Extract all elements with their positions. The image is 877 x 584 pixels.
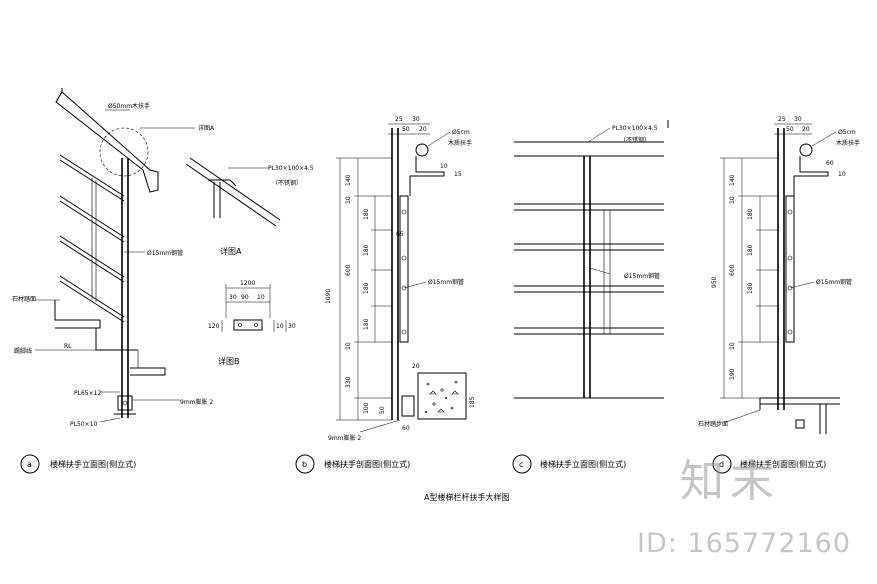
b-title: 楼梯扶手剖面图(侧立式) xyxy=(324,459,410,469)
detail-b-dim-b: 90 xyxy=(241,294,249,301)
watermark-id: ID: 165772160 xyxy=(637,528,852,559)
b-r15: 15 xyxy=(454,171,462,178)
a-pl65-label: PL65×12 xyxy=(74,390,101,397)
detail-b-h1: 10 xyxy=(276,323,284,330)
d-r10: 10 xyxy=(838,171,846,178)
b-top4: 20 xyxy=(419,126,427,133)
d-d180a: 180 xyxy=(747,208,754,220)
b-d10b: 10 xyxy=(345,342,352,350)
b-d180b: 180 xyxy=(363,244,370,256)
detail-b-side-dim: 120 xyxy=(208,323,220,330)
d-d180b: 180 xyxy=(747,244,754,256)
d-d600: 600 xyxy=(729,264,736,276)
a-handrail-label: Ø50mm木扶手 xyxy=(108,102,150,110)
a-tread-label: 石材踏面 xyxy=(12,295,36,303)
c-title: 楼梯扶手立面图(侧立式) xyxy=(540,459,626,469)
b-d65: 65 xyxy=(396,231,404,238)
d-handrail2: 木质扶手 xyxy=(836,139,860,147)
detail-b-title: 详图B xyxy=(218,356,240,366)
b-top1: 25 xyxy=(395,116,403,123)
b-concrete-hatch xyxy=(424,380,459,414)
a-bar-label: Ø15mm钢管 xyxy=(147,249,183,257)
b-r10: 10 xyxy=(440,163,448,170)
a-title: 楼梯扶手立面图(侧立式) xyxy=(50,459,136,469)
b-handrail: Ø5cm xyxy=(452,129,470,136)
b-d330: 330 xyxy=(345,376,352,388)
b-d20: 20 xyxy=(412,363,420,370)
b-top2: 30 xyxy=(412,116,420,123)
b-d60: 60 xyxy=(402,425,410,432)
detail-a-note-label: （不锈钢） xyxy=(272,179,302,187)
b-d50: 50 xyxy=(379,406,386,414)
d-d180c: 180 xyxy=(747,282,754,294)
b-d180a: 180 xyxy=(363,208,370,220)
d-bar: Ø15mm钢管 xyxy=(816,278,852,286)
b-d140: 140 xyxy=(345,174,352,186)
detail-a-title: 详图A xyxy=(220,246,242,256)
b-d180d: 180 xyxy=(363,318,370,330)
d-handrail: Ø5cm xyxy=(838,129,856,136)
d-floor: 石材踏步面 xyxy=(698,420,728,428)
d-d10a: 10 xyxy=(729,196,736,204)
c-bar-label: Ø15mm钢管 xyxy=(624,272,660,280)
b-handrail2: 木质扶手 xyxy=(448,139,472,147)
detail-b-total-dim: 1200 xyxy=(240,280,255,287)
d-top3: 50 xyxy=(786,126,794,133)
b-d100: 100 xyxy=(363,402,370,414)
b-bolt: 9mm膨胀 2 xyxy=(328,434,361,442)
d-d950: 950 xyxy=(711,276,718,288)
d-d190: 190 xyxy=(729,368,736,380)
drawing-b: 25 30 50 20 Ø5cm 木质扶手 10 15 xyxy=(295,116,476,474)
a-bolt-label: 9mm膨胀 2 xyxy=(180,398,213,406)
b-d10a: 10 xyxy=(345,196,352,204)
detail-b-dim-c: 10 xyxy=(257,294,265,301)
detail-a: PL30×100×4.5 （不锈钢） 详图A xyxy=(185,157,314,256)
a-pl50-label: PL50×10 xyxy=(70,421,97,428)
d-r60: 60 xyxy=(826,160,834,167)
b-d600: 600 xyxy=(345,264,352,276)
b-d1090: 1090 xyxy=(325,289,332,304)
d-title: 楼梯扶手剖面图(侧立式) xyxy=(740,459,826,469)
a-circle-letter: a xyxy=(27,460,32,469)
c-note-label: （不锈钢） xyxy=(620,136,650,144)
d-top1: 25 xyxy=(778,116,786,123)
detail-b-dim-a: 30 xyxy=(229,294,237,301)
c-circle-letter: c xyxy=(519,460,523,469)
d-d140: 140 xyxy=(729,174,736,186)
d-top4: 20 xyxy=(802,126,810,133)
a-rl-label: RL xyxy=(64,343,72,350)
b-bar: Ø15mm钢管 xyxy=(428,278,464,286)
drawing-d: 25 30 50 20 Ø5cm 木质扶手 60 10 xyxy=(698,116,860,474)
c-plate-label: PL30×100×4.5 xyxy=(612,125,658,132)
b-d180c: 180 xyxy=(363,282,370,294)
b-d185: 185 xyxy=(469,396,476,408)
watermark-logo: 知末 xyxy=(680,456,780,507)
d-circle-letter: d xyxy=(719,460,724,469)
a-riser-label: 踢脚线 xyxy=(14,347,32,355)
drawing-c: PL30×100×4.5 （不锈钢） Ø15mm钢管 c 楼梯扶手立面图(侧立式… xyxy=(512,120,669,474)
detail-a-plate-label: PL30×100×4.5 xyxy=(268,165,314,172)
a-detail-ref-label: 详图A xyxy=(198,124,215,132)
b-top3: 50 xyxy=(402,126,410,133)
d-d10b: 10 xyxy=(729,342,736,350)
detail-b-h2: 30 xyxy=(288,323,296,330)
drawing-a: Ø50mm木扶手 详图A Ø15mm钢管 石材踏面 踢脚线 RL PL65×12… xyxy=(12,88,215,474)
main-title: A型楼梯栏杆扶手大样图 xyxy=(424,492,509,502)
d-top2: 30 xyxy=(794,116,802,123)
b-circle-letter: b xyxy=(302,460,307,469)
detail-b: 1200 30 90 10 120 10 30 详图B xyxy=(208,280,296,366)
